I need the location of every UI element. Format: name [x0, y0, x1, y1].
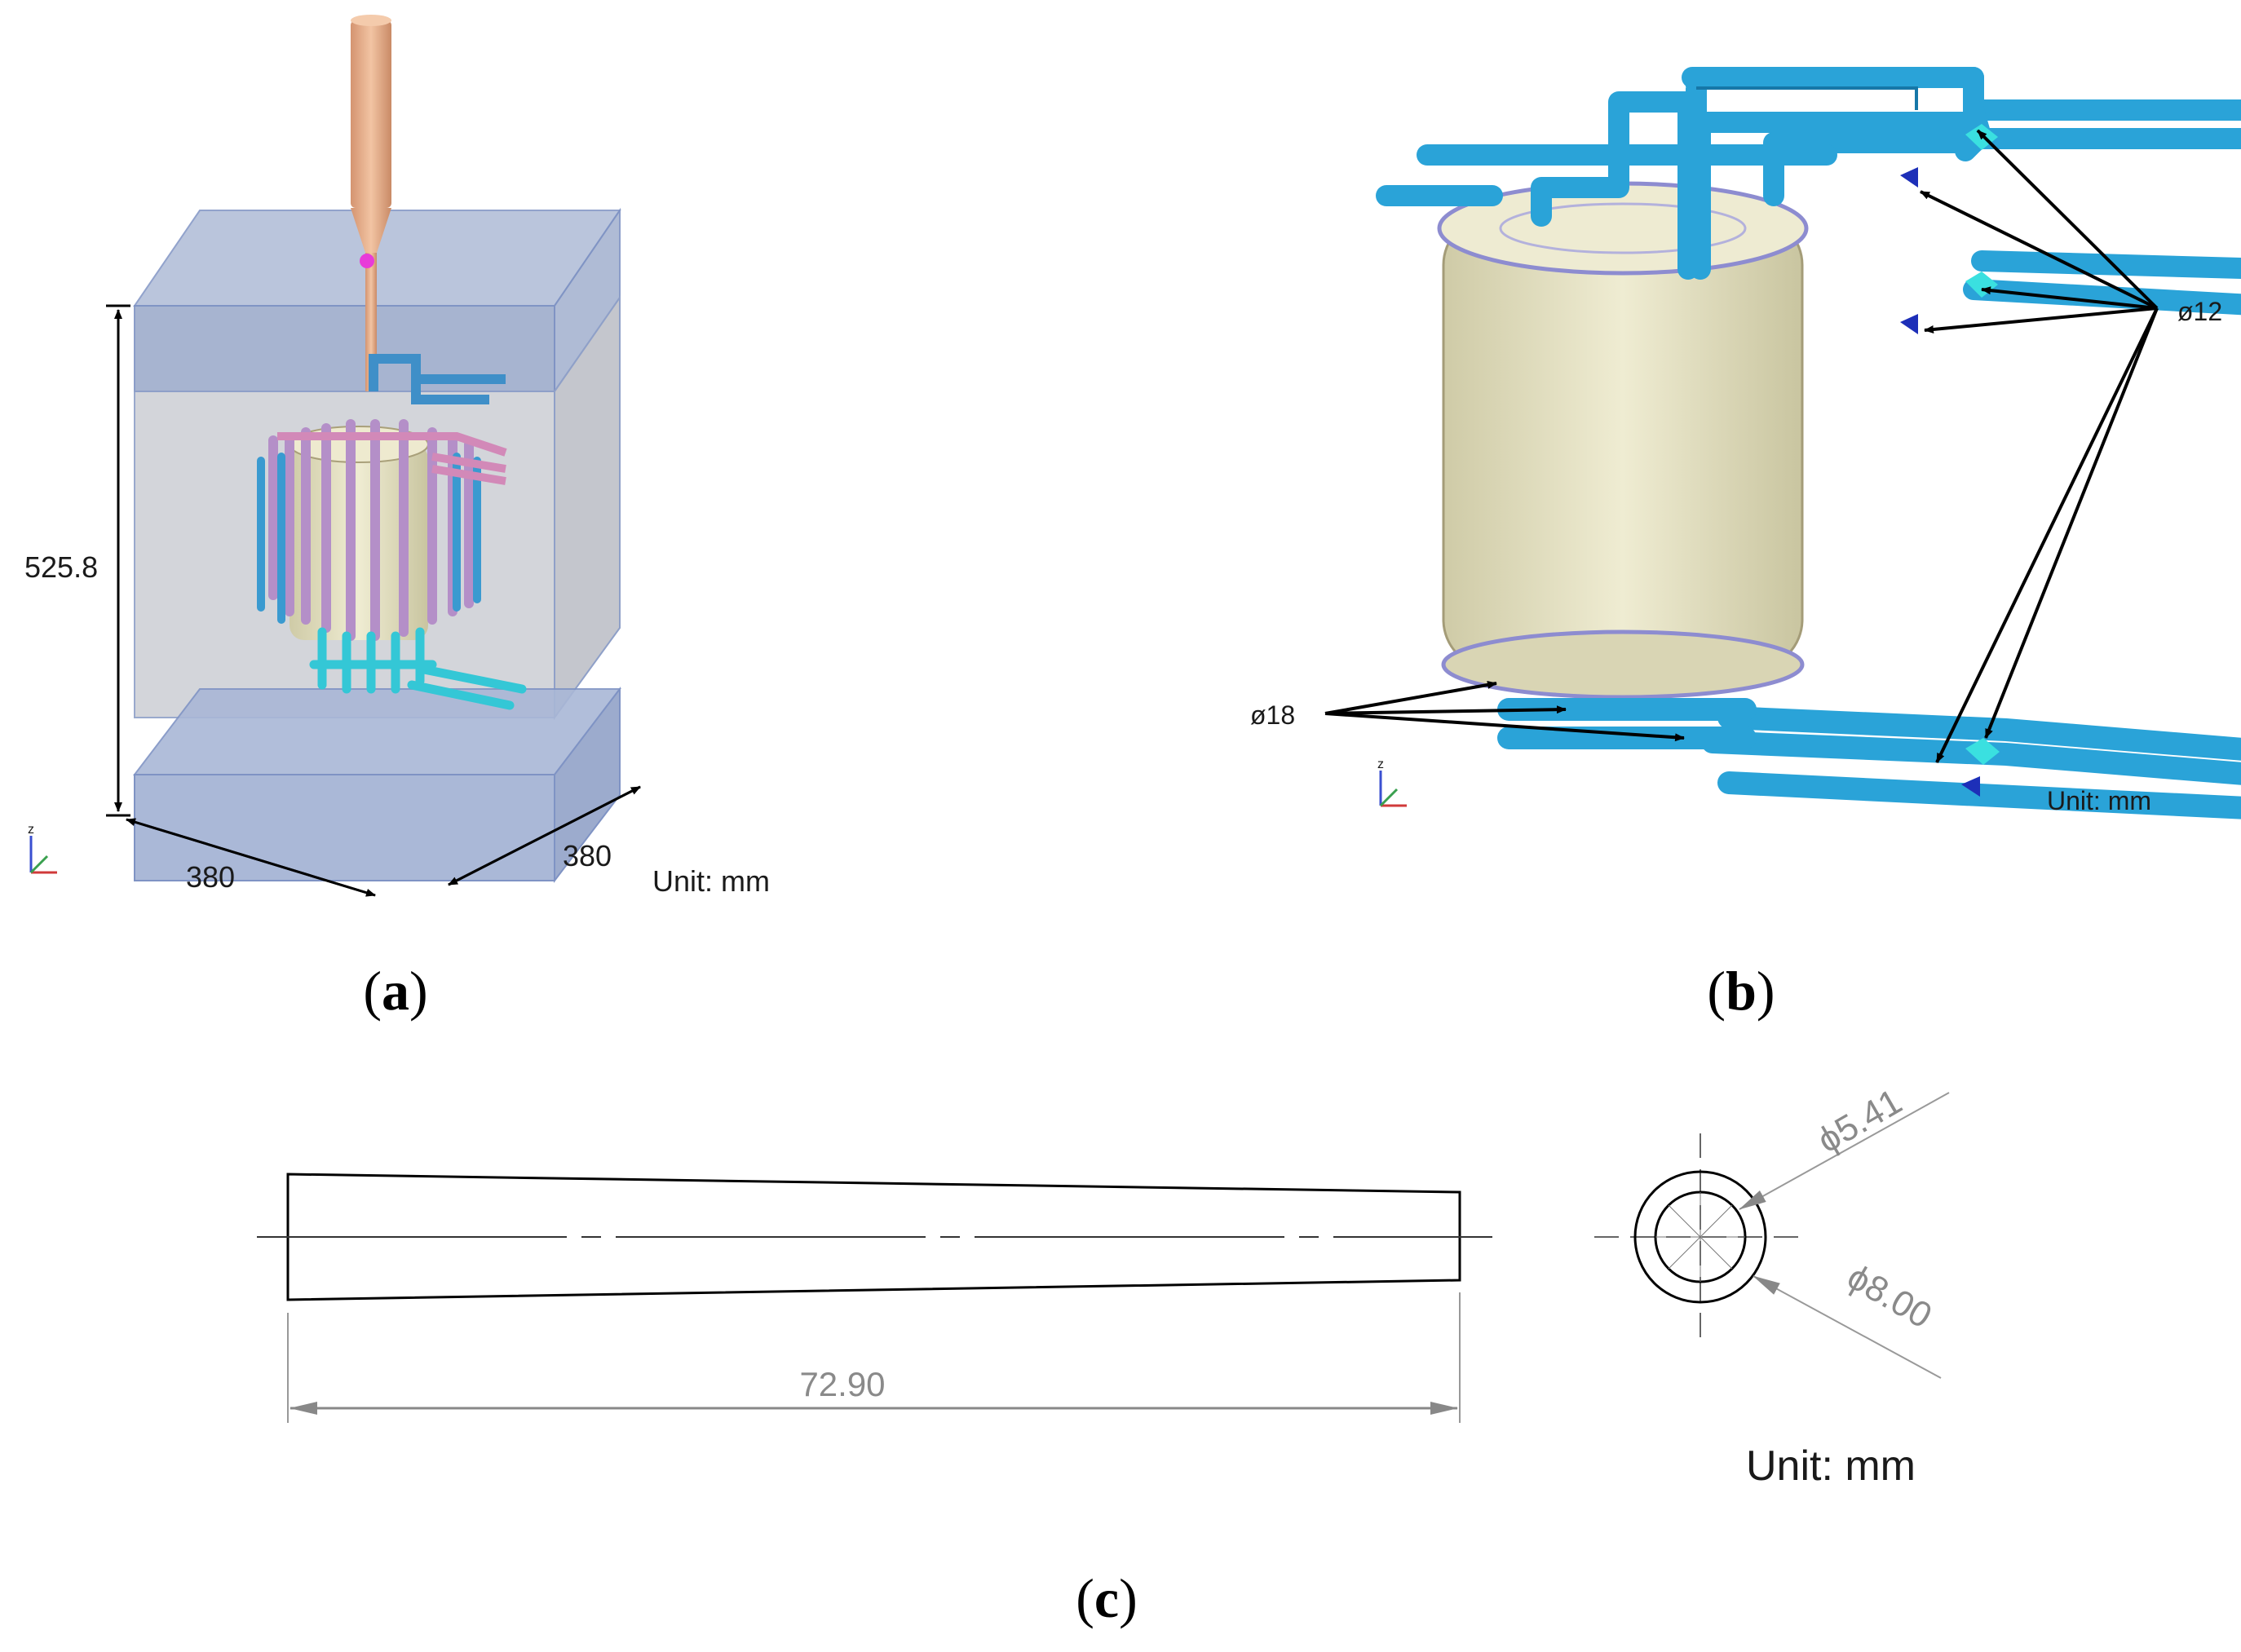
dim-width-label: 380: [186, 860, 235, 894]
diameter-18-label: ø18: [1250, 700, 1295, 730]
front-channels: [1398, 272, 1860, 674]
axis-triad-icon-b: z: [1377, 758, 1407, 807]
svg-text:z: z: [28, 823, 34, 837]
outer-diameter-label: ϕ8.00: [1841, 1257, 1938, 1336]
panel-c: 72.90 ϕ5.41 ϕ8.00 Unit: mm (c): [257, 1081, 1950, 1629]
inner-diameter-leader: [1739, 1092, 1950, 1210]
unit-label-c: Unit: mm: [1746, 1442, 1916, 1490]
dim-height-label: 525.8: [24, 550, 98, 584]
nozzle-side-view: [286, 1173, 1461, 1301]
annotation-arrows: [1324, 129, 2159, 763]
caption-b: (b): [1707, 960, 1775, 1022]
nozzle-end-view: [1594, 1133, 1806, 1341]
inner-diameter-label: ϕ5.41: [1811, 1081, 1909, 1161]
part-assembly-small: [257, 354, 527, 710]
caption-c: (c): [1076, 1567, 1138, 1629]
panel-b: z ø12 ø18 Unit: mm (b): [1250, 67, 2241, 1022]
outer-diameter-leader: [1753, 1275, 1942, 1379]
unit-label-a: Unit: mm: [652, 864, 770, 898]
dim-depth-label: 380: [563, 839, 612, 872]
diameter-12-label: ø12: [2177, 297, 2222, 326]
axis-triad-icon: z: [28, 823, 57, 874]
svg-text:z: z: [1377, 758, 1384, 771]
nozzle: [351, 15, 391, 391]
unit-label-b: Unit: mm: [2047, 786, 2151, 815]
length-label: 72.90: [799, 1365, 885, 1403]
panel-a: z 525.8 380 380 Unit: mm (a): [24, 15, 770, 1022]
gate-marker: [360, 254, 374, 268]
caption-a: (a): [363, 960, 427, 1022]
